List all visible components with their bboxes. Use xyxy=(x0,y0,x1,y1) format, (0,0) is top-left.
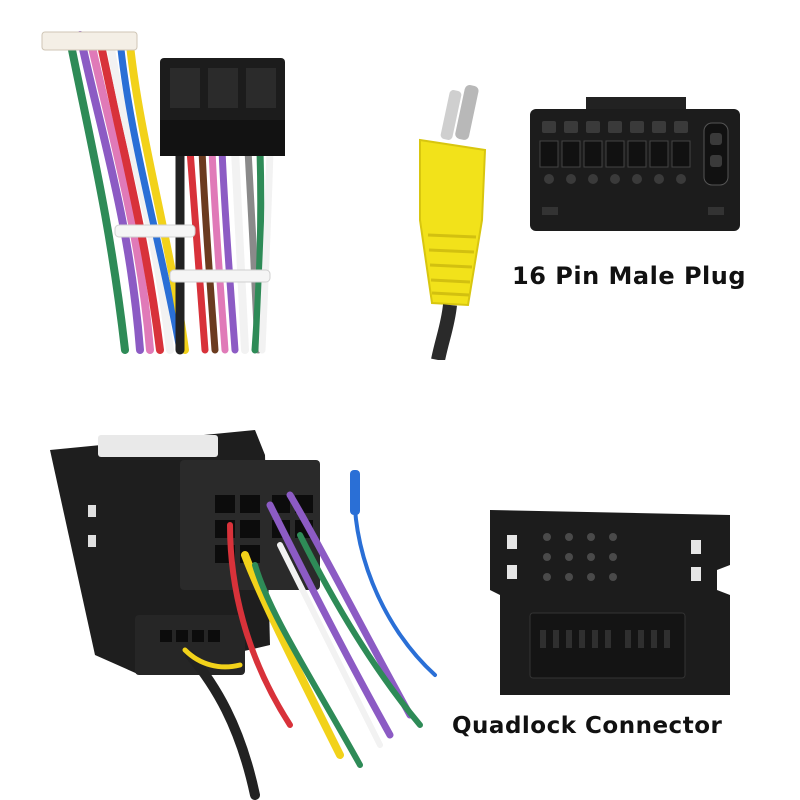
quadlock-harness-illustration xyxy=(50,430,437,800)
rca-connector-illustration xyxy=(419,85,487,360)
quadlock-label: Quadlock Connector xyxy=(452,713,723,739)
harness-photo xyxy=(30,20,320,360)
quadlock-connector-illustration xyxy=(490,510,730,695)
male-plug-photo xyxy=(528,95,743,235)
male-plug-label: 16 Pin Male Plug xyxy=(512,262,747,290)
male-plug-illustration xyxy=(530,97,740,231)
rca-connector-photo xyxy=(390,75,500,360)
quadlock-connector-photo xyxy=(485,505,735,700)
quadlock-harness-photo xyxy=(40,425,460,800)
harness-illustration xyxy=(41,31,285,355)
